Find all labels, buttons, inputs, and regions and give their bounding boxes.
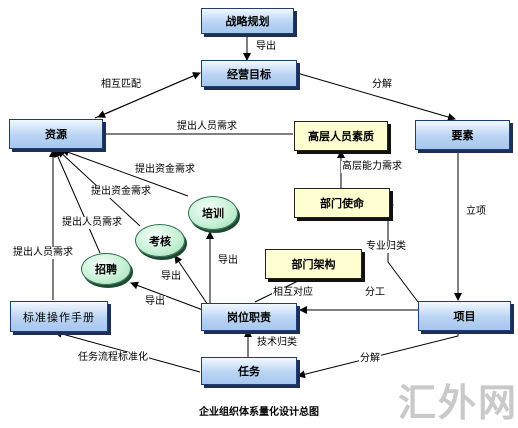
label-project-to-mission: 专业归类 [365, 241, 407, 253]
label-mission-to-senior: 高层能力需求 [341, 161, 403, 173]
node-position-duties: 岗位职责 [201, 303, 297, 331]
arrow-duties-to-assessment [174, 255, 209, 306]
node-dept-mission: 部门使命 [294, 188, 390, 218]
label-duties-to-assessment: 导出 [160, 271, 182, 283]
arrow-goal-to-resources [97, 72, 201, 118]
node-sop-manual: 标准操作手册 [10, 301, 108, 332]
arrow-project-to-mission [386, 201, 419, 303]
node-business-goal: 经营目标 [201, 60, 297, 87]
arrow-duties-to-recruitment [130, 281, 204, 311]
label-training-to-resources: 提出资金需求 [134, 164, 196, 176]
node-training: 培训 [188, 196, 238, 230]
label-goal-resources: 相互匹配 [100, 79, 142, 91]
node-task: 任务 [201, 357, 297, 385]
node-assessment: 考核 [135, 224, 185, 257]
label-assessment-to-resources: 提出资金需求 [90, 186, 152, 198]
arrow-project-to-task [297, 330, 459, 379]
label-goal-to-elements: 分解 [371, 79, 393, 91]
watermark-logo: 汇外网 [398, 380, 518, 425]
label-task-to-sop: 任务流程标准化 [77, 352, 149, 364]
label-senior-to-resources: 提出人员需求 [176, 121, 238, 133]
label-duties-to-training: 导出 [217, 255, 239, 267]
label-sop-to-resources: 提出人员需求 [12, 247, 74, 259]
label-project-to-duties: 分工 [364, 287, 386, 299]
label-project-to-task: 分解 [359, 353, 381, 365]
label-structure-to-duties: 相互对应 [272, 287, 314, 299]
node-strategy: 战略规划 [201, 8, 294, 34]
label-duties-to-recruitment: 导出 [144, 296, 166, 308]
arrow-recruitment-to-resources [54, 149, 101, 254]
arrow-goal-to-elements [296, 72, 456, 121]
node-recruitment: 招聘 [81, 253, 131, 285]
label-elements-to-project: 立项 [465, 206, 487, 218]
label-task-to-duties: 技术归类 [256, 337, 298, 349]
node-resources: 资源 [9, 119, 103, 149]
label-recruitment-to-resources: 提出人员需求 [61, 217, 123, 229]
node-project: 项目 [418, 301, 511, 331]
arrow-training-to-resources [61, 148, 189, 197]
node-senior-quality: 高层人员素质 [294, 121, 388, 151]
node-dept-structure: 部门架构 [265, 249, 362, 279]
diagram-caption: 企业组织体系量化设计总图 [199, 407, 319, 418]
label-strategy-to-goal: 导出 [255, 41, 277, 53]
node-elements: 要素 [415, 120, 510, 150]
